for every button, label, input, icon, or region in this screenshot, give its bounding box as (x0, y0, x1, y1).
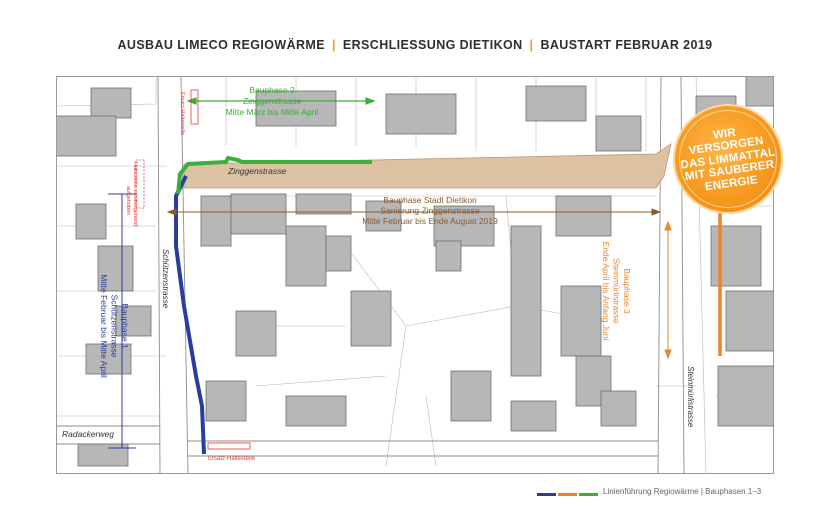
ersatz-haltestelle-top-marker (190, 89, 199, 125)
stop-label-temp-closed-line-2: aufgehoben (125, 186, 131, 215)
bauphase-2-period: Mitte März bis Mitte April (226, 107, 319, 117)
title-part-3: BAUSTART FEBRUAR 2019 (540, 38, 713, 52)
slogan-badge-inner: WIR VERSORGEN DAS LIMMATTAL MIT SAUBERER… (672, 103, 784, 215)
city-project-extent-arrow (166, 208, 662, 216)
bauphase-2-title: Bauphase 2 (249, 85, 295, 95)
title-part-1: AUSBAU LIMECO REGIOWÄRME (117, 38, 325, 52)
legend-bar-phase-2 (579, 493, 598, 496)
bauphase-2-label: Bauphase 2 Zinggenstrasse Mitte März bis… (226, 85, 319, 117)
city-project-line-1: Bauphase Stadt Dietikon (383, 195, 477, 205)
bauphase-1-street: Schützenstrasse (110, 295, 120, 358)
bauphase-2-extent-arrow (186, 97, 376, 105)
stop-label-temp-closed-line-1: Haltestelle vorübergehend (132, 162, 138, 226)
map-frame (56, 76, 774, 474)
street-label-steinmuerlistrasse: Steinmürlistrasse (686, 366, 695, 428)
title-part-2: ERSCHLIESSUNG DIETIKON (342, 38, 523, 52)
buildings (56, 76, 774, 467)
city-project-line-2: Sanierung Zinggenstrasse (380, 206, 480, 216)
title-separator: | (529, 38, 534, 52)
city-project-line-3: Mitte Februar bis Ende August 2019 (362, 216, 498, 226)
bauphase-3-title: Bauphase 3 (622, 268, 632, 314)
construction-map: Bauphase 2 Zinggenstrasse Mitte März bis… (56, 76, 774, 474)
street-label-schuetzenstrasse: Schützenstrasse (161, 249, 170, 309)
bauphase-3-period: Ende April bis Anfang Juni (601, 242, 611, 341)
zinggenstrasse-road (183, 143, 672, 189)
bauphase-1-route (174, 175, 206, 455)
legend-text: Linienführung Regiowärme | Bauphasen 1–3 (603, 487, 762, 496)
bauphase-2-route (176, 155, 372, 195)
title-separator: | (331, 38, 336, 52)
bauphase-1-label: Bauphase 1 Schützenstrasse Mitte Februar… (99, 274, 130, 378)
bauphase-3-street: Steinmürlistrasse (612, 258, 622, 323)
bauphase-3-extent-arrow (664, 220, 672, 360)
stop-label-temp-closed: Haltestelle vorübergehend aufgehoben (125, 162, 138, 226)
city-project-label: Bauphase Stadt Dietikon Sanierung Zingge… (362, 195, 498, 226)
ersatz-haltestelle-bottom-marker (207, 442, 251, 450)
stop-label-ersatz-bottom: Ersatz-Haltestelle (208, 456, 256, 462)
legend-bar-phase-3 (558, 493, 577, 496)
bauphase-1-title: Bauphase 1 (120, 303, 130, 349)
bauphase-3-label: Bauphase 3 Steinmürlistrasse Ende April … (601, 242, 632, 341)
stop-label-ersatz-top: Ersatz-Haltestelle (179, 92, 185, 135)
legend-bar-phase-1 (537, 493, 556, 496)
legend-footer: Linienführung Regiowärme | Bauphasen 1–3 (535, 487, 780, 501)
street-outlines (56, 76, 685, 474)
bauphase-2-street: Zinggenstrasse (243, 96, 301, 106)
bauphase-1-extent-arrow (108, 193, 136, 449)
street-label-zinggenstrasse: Zinggenstrasse (227, 166, 286, 176)
stop-closed-marker (135, 159, 145, 209)
street-label-radackerweg: Radackerweg (62, 429, 114, 439)
page-title: AUSBAU LIMECO REGIOWÄRME | ERSCHLIESSUNG D… (0, 38, 830, 52)
bauphase-1-period: Mitte Februar bis Mitte April (99, 274, 109, 378)
